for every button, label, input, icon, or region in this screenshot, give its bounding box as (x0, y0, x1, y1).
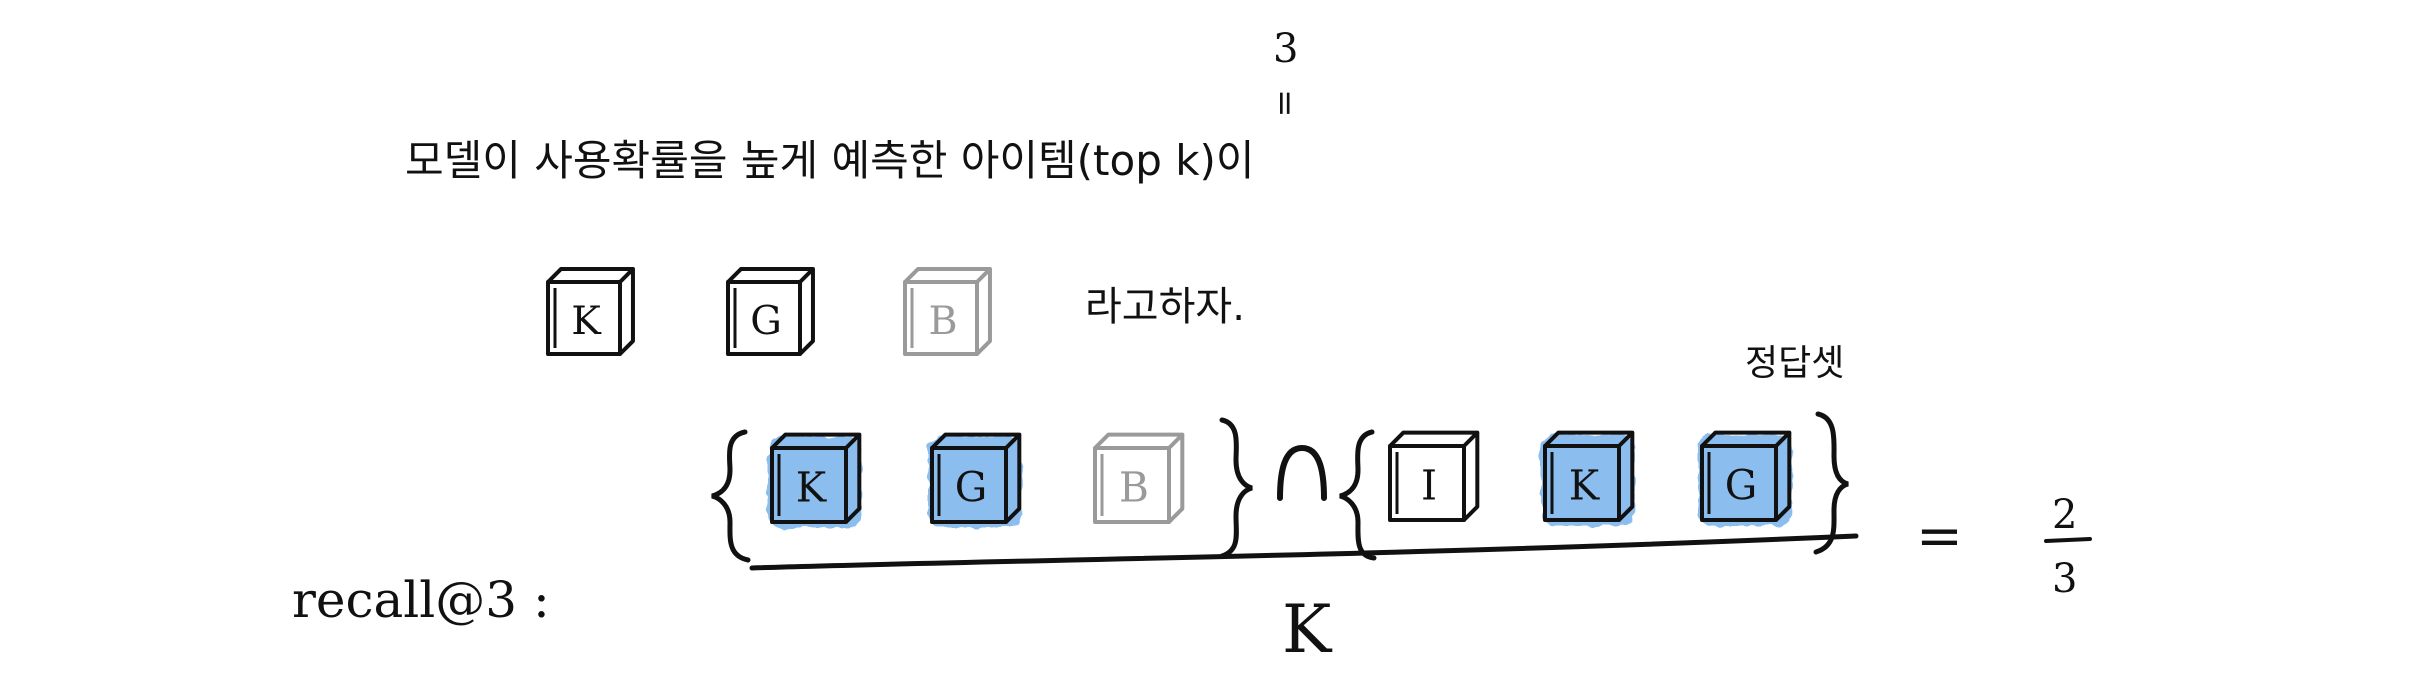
item-box: B (903, 267, 992, 356)
equals-sign: = (1916, 504, 1963, 569)
box-top-face (1093, 432, 1185, 450)
svg-text:모델이 사용확률을 높게 예측한 아이템(top k)이: 모델이 사용확률을 높게 예측한 아이템(top k)이 (405, 136, 1255, 185)
k-value: 3 (1273, 26, 1298, 72)
hit-highlight (1541, 434, 1635, 526)
box-letter: B (928, 298, 957, 344)
box-top-face (726, 267, 815, 284)
k-equals-mark: = (1265, 89, 1305, 118)
left-brace-1 (711, 429, 751, 563)
right-brace-2 (1813, 411, 1849, 555)
denominator: K (1282, 591, 1333, 668)
left-brace-2 (1339, 429, 1377, 561)
box-side-face (844, 434, 862, 524)
result-fraction-bar (2044, 537, 2092, 543)
box-top-face (1388, 430, 1480, 448)
box-top-face (770, 432, 862, 450)
box-letter: I (1421, 461, 1437, 509)
item-box: K (1541, 430, 1635, 526)
hit-highlight (928, 436, 1022, 528)
intro-prefix: 모델이 사용확률을 높게 예측한 아이템(top (405, 136, 1175, 185)
item-box: K (546, 267, 635, 356)
item-box: I (1388, 430, 1480, 522)
intro-sentence: 모델이 사용확률을 높게 예측한 아이템(top k)이 3 = (405, 26, 1305, 185)
predicted-items-row: K G B 라고하자. (546, 267, 1245, 356)
item-box: G (726, 267, 815, 356)
box-side-face (798, 269, 815, 356)
answer-set-label: 정답셋 (1745, 343, 1844, 384)
box-top-face (546, 267, 635, 284)
item-box: G (1698, 430, 1792, 526)
box-side-face (1462, 432, 1480, 522)
hit-highlight (1698, 434, 1792, 526)
box-side-face (1004, 434, 1022, 524)
box-letter: K (796, 463, 828, 511)
intro-k: k (1175, 136, 1200, 185)
box-top-face (903, 267, 992, 284)
item-box: K (768, 432, 862, 528)
box-side-face (975, 269, 992, 356)
predicted-suffix: 라고하자. (1085, 284, 1245, 330)
box-letter: G (955, 463, 988, 511)
result-numerator: 2 (2052, 492, 2077, 538)
item-box: G (928, 432, 1022, 528)
right-brace-1 (1219, 417, 1253, 559)
box-side-face (1617, 432, 1635, 522)
hit-highlight (768, 436, 862, 528)
fraction-bar (749, 533, 1859, 571)
box-letter: K (571, 298, 602, 344)
box-letter: G (1725, 461, 1758, 509)
box-top-face (1543, 430, 1635, 448)
box-side-face (1167, 434, 1185, 524)
box-letter: B (1119, 463, 1149, 511)
box-side-face (618, 269, 635, 356)
intersection-symbol (1277, 444, 1327, 501)
box-top-face (930, 432, 1022, 450)
recall-label: recall@3 : (292, 571, 550, 629)
item-box: B (1093, 432, 1185, 524)
box-side-face (1774, 432, 1792, 522)
box-letter: K (1569, 461, 1601, 509)
result-denominator: 3 (2052, 556, 2077, 602)
box-letter: G (750, 298, 782, 344)
recall-formula: recall@3 : KGB ∩ IKG 정답셋 K = 2 3 (292, 343, 2092, 668)
box-top-face (1700, 430, 1792, 448)
intro-suffix: )이 (1200, 136, 1255, 185)
